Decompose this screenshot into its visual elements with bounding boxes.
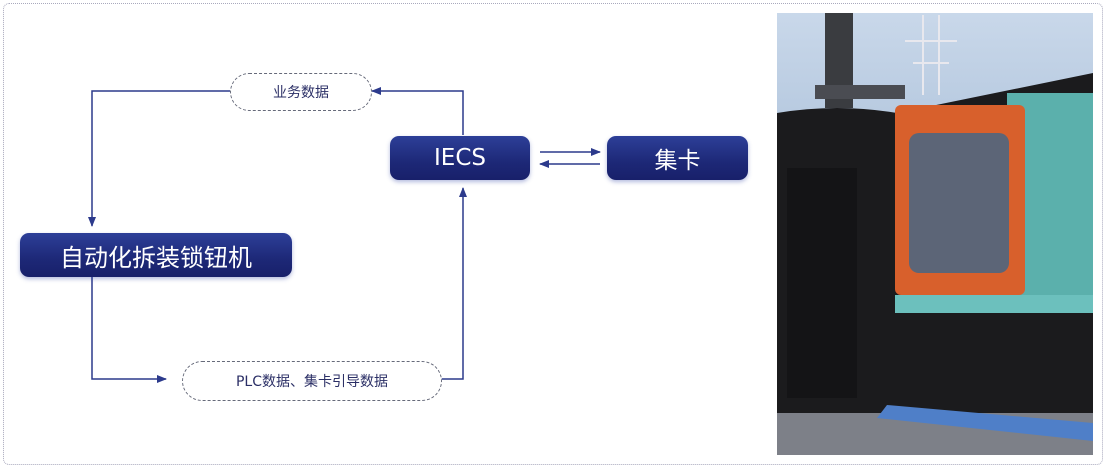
edge-business-to-machine [88, 90, 230, 227]
label-plc-data: PLC数据、集卡引导数据 [182, 361, 442, 401]
outer-dotted-frame [3, 3, 1103, 465]
node-truck: 集卡 [607, 136, 748, 180]
machine-photo [777, 13, 1093, 455]
node-lock-machine: 自动化拆装锁钮机 [20, 233, 292, 277]
edge-plc-to-iecs [440, 187, 467, 380]
edge-machine-to-plc [91, 277, 167, 383]
edge-iecs-to-business [371, 87, 464, 135]
node-iecs: IECS [390, 136, 530, 180]
label-business-data: 业务数据 [230, 73, 372, 111]
